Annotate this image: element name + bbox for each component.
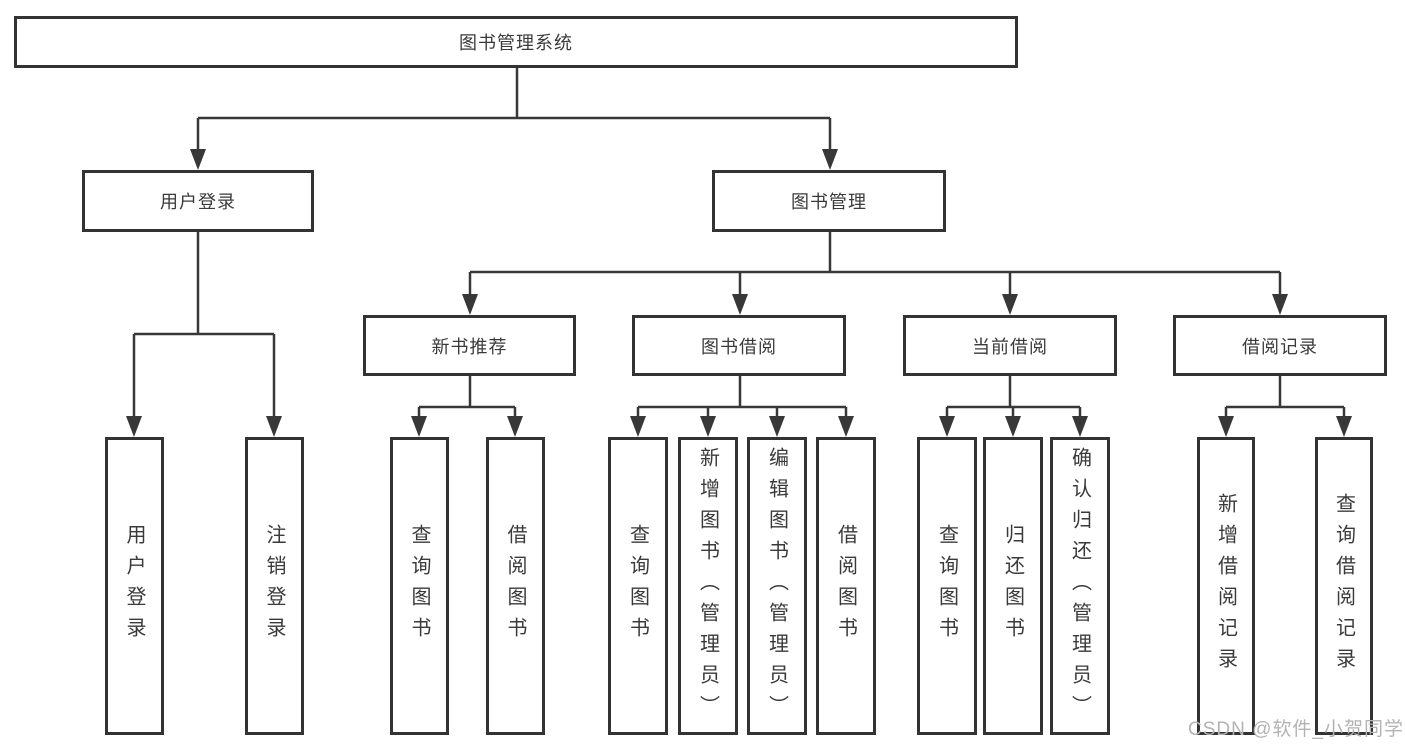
node-book-management-label: 图书管理 bbox=[791, 192, 867, 212]
leaf-current-confirm-return-admin: 确认归还（管理员） bbox=[1050, 437, 1110, 735]
arrowhead-icon bbox=[939, 416, 955, 437]
arrowhead-icon bbox=[507, 416, 523, 437]
leaf-current-query-books: 查询图书 bbox=[917, 437, 977, 735]
leaf-current-return-books: 归还图书 bbox=[983, 437, 1043, 735]
arrowhead-icon bbox=[1072, 416, 1088, 437]
node-borrow-records-label: 借阅记录 bbox=[1242, 336, 1318, 357]
leaf-borrow-query-books-label: 查询图书 bbox=[626, 524, 649, 648]
arrowhead-icon bbox=[190, 149, 206, 170]
leaf-borrow-borrow-books: 借阅图书 bbox=[816, 437, 876, 735]
leaf-logout: 注销登录 bbox=[245, 437, 304, 735]
node-root-label: 图书管理系统 bbox=[459, 33, 573, 53]
leaf-newbook-query-books-label: 查询图书 bbox=[408, 524, 430, 648]
node-book-borrow-label: 图书借阅 bbox=[701, 336, 777, 357]
leaf-borrow-borrow-books-label: 借阅图书 bbox=[834, 524, 857, 648]
arrowhead-icon bbox=[732, 294, 748, 315]
leaf-current-return-books-label: 归还图书 bbox=[1001, 524, 1024, 648]
leaf-borrow-edit-books-admin-label: 编辑图书（管理员） bbox=[765, 446, 788, 726]
node-root: 图书管理系统 bbox=[14, 16, 1018, 68]
arrowhead-icon bbox=[630, 416, 646, 437]
connector-new-book-to-leaves bbox=[417, 376, 517, 420]
leaf-newbook-borrow-books-label: 借阅图书 bbox=[504, 524, 526, 648]
node-user-login: 用户登录 bbox=[82, 170, 314, 232]
leaf-user-login: 用户登录 bbox=[105, 437, 164, 735]
arrowhead-icon bbox=[769, 416, 785, 437]
leaf-borrow-query-books: 查询图书 bbox=[608, 437, 668, 735]
arrowhead-icon bbox=[1336, 416, 1352, 437]
leaf-logout-label: 注销登录 bbox=[263, 524, 285, 648]
leaf-user-login-label: 用户登录 bbox=[123, 524, 145, 648]
leaf-records-add-record: 新增借阅记录 bbox=[1197, 437, 1255, 735]
arrowhead-icon bbox=[1272, 294, 1288, 315]
leaf-current-query-books-label: 查询图书 bbox=[935, 524, 958, 648]
node-book-management: 图书管理 bbox=[712, 170, 946, 232]
arrowhead-icon bbox=[838, 416, 854, 437]
arrowhead-icon bbox=[126, 416, 142, 437]
leaf-borrow-edit-books-admin: 编辑图书（管理员） bbox=[747, 437, 807, 735]
arrowhead-icon bbox=[822, 149, 838, 170]
leaf-newbook-borrow-books: 借阅图书 bbox=[486, 437, 545, 735]
connector-borrow-records-to-leaves bbox=[1224, 376, 1346, 420]
node-current-borrow-label: 当前借阅 bbox=[972, 336, 1048, 357]
leaf-newbook-query-books: 查询图书 bbox=[390, 437, 449, 735]
connector-user-login-to-leaves bbox=[132, 232, 276, 420]
arrowhead-icon bbox=[411, 416, 427, 437]
csdn-watermark: CSDN @软件_小贺同学 bbox=[1188, 719, 1404, 740]
arrowhead-icon bbox=[700, 416, 716, 437]
connector-root-to-level2 bbox=[196, 68, 832, 152]
arrowhead-icon bbox=[462, 294, 478, 315]
node-borrow-records: 借阅记录 bbox=[1173, 315, 1387, 376]
node-user-login-label: 用户登录 bbox=[160, 192, 236, 212]
node-book-borrow: 图书借阅 bbox=[632, 315, 846, 376]
leaf-records-add-record-label: 新增借阅记录 bbox=[1214, 493, 1237, 679]
node-new-book-recommend-label: 新书推荐 bbox=[431, 336, 508, 357]
node-new-book-recommend: 新书推荐 bbox=[363, 315, 576, 376]
arrowhead-icon bbox=[1218, 416, 1234, 437]
connector-book-mgmt-to-level3 bbox=[468, 232, 1282, 298]
node-current-borrow: 当前借阅 bbox=[903, 315, 1117, 376]
leaf-records-query-record-label: 查询借阅记录 bbox=[1332, 493, 1355, 679]
leaf-current-confirm-return-admin-label: 确认归还（管理员） bbox=[1068, 446, 1091, 726]
arrowhead-icon bbox=[1005, 416, 1021, 437]
leaf-borrow-add-books-admin: 新增图书（管理员） bbox=[678, 437, 738, 735]
connector-current-borrow-to-leaves bbox=[945, 376, 1082, 420]
connector-book-borrow-to-leaves bbox=[636, 376, 848, 420]
leaf-records-query-record: 查询借阅记录 bbox=[1315, 437, 1373, 735]
arrowhead-icon bbox=[1002, 294, 1018, 315]
arrowhead-icon bbox=[266, 416, 282, 437]
leaf-borrow-add-books-admin-label: 新增图书（管理员） bbox=[696, 446, 719, 726]
